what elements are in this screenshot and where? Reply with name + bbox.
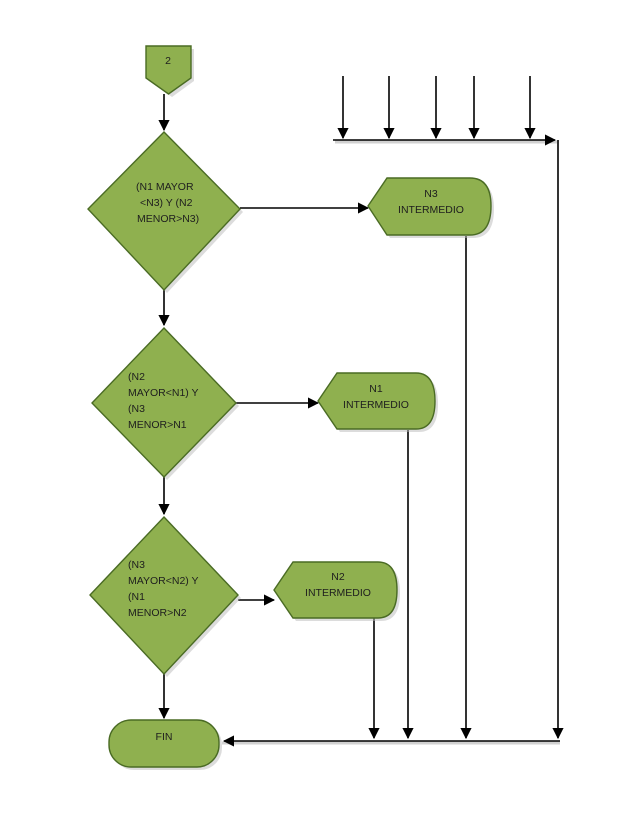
terminator-label: FIN: [156, 731, 173, 743]
decision-1: (N1 MAYOR <N3) Y (N2 MENOR>N3): [87, 131, 243, 293]
terminator-fin: FIN: [108, 719, 222, 770]
decision-3-line-3: (N1: [128, 591, 145, 603]
decision-2-line-2: MAYOR<N1) Y: [128, 387, 199, 399]
decision-1-line-3: MENOR>N3): [137, 213, 199, 225]
decision-2-line-1: (N2: [128, 371, 145, 383]
decision-3-line-2: MAYOR<N2) Y: [128, 575, 199, 587]
output-n3-line-2: INTERMEDIO: [398, 204, 464, 216]
output-n2-line-2: INTERMEDIO: [305, 587, 371, 599]
display-n2-intermedio: N2 INTERMEDIO: [273, 561, 400, 621]
output-drop-lines: [222, 236, 560, 747]
branch-arrows: [236, 202, 370, 606]
decision-3: (N3 MAYOR<N2) Y (N1 MENOR>N2: [89, 515, 241, 677]
decision-1-line-1: (N1 MAYOR: [136, 181, 194, 193]
connector-label: 2: [165, 55, 171, 67]
decision-2: (N2 MAYOR<N1) Y (N3 MENOR>N1: [91, 326, 239, 480]
line-shadows: [222, 140, 560, 745]
display-n3-intermedio: N3 INTERMEDIO: [367, 177, 494, 238]
decision-2-line-4: MENOR>N1: [128, 419, 187, 431]
decision-1-line-2: <N3) Y (N2: [140, 197, 193, 209]
output-n3-line-1: N3: [424, 188, 438, 200]
display-n1-intermedio: N1 INTERMEDIO: [317, 372, 438, 432]
offpage-connector: 2: [145, 45, 194, 97]
decision-2-line-3: (N3: [128, 403, 145, 415]
output-n1-line-1: N1: [369, 383, 383, 395]
decision-3-line-1: (N3: [128, 559, 145, 571]
output-n1-line-2: INTERMEDIO: [343, 399, 409, 411]
decision-3-line-4: MENOR>N2: [128, 607, 187, 619]
incoming-arrows: [333, 76, 564, 740]
output-n2-line-1: N2: [331, 571, 345, 583]
